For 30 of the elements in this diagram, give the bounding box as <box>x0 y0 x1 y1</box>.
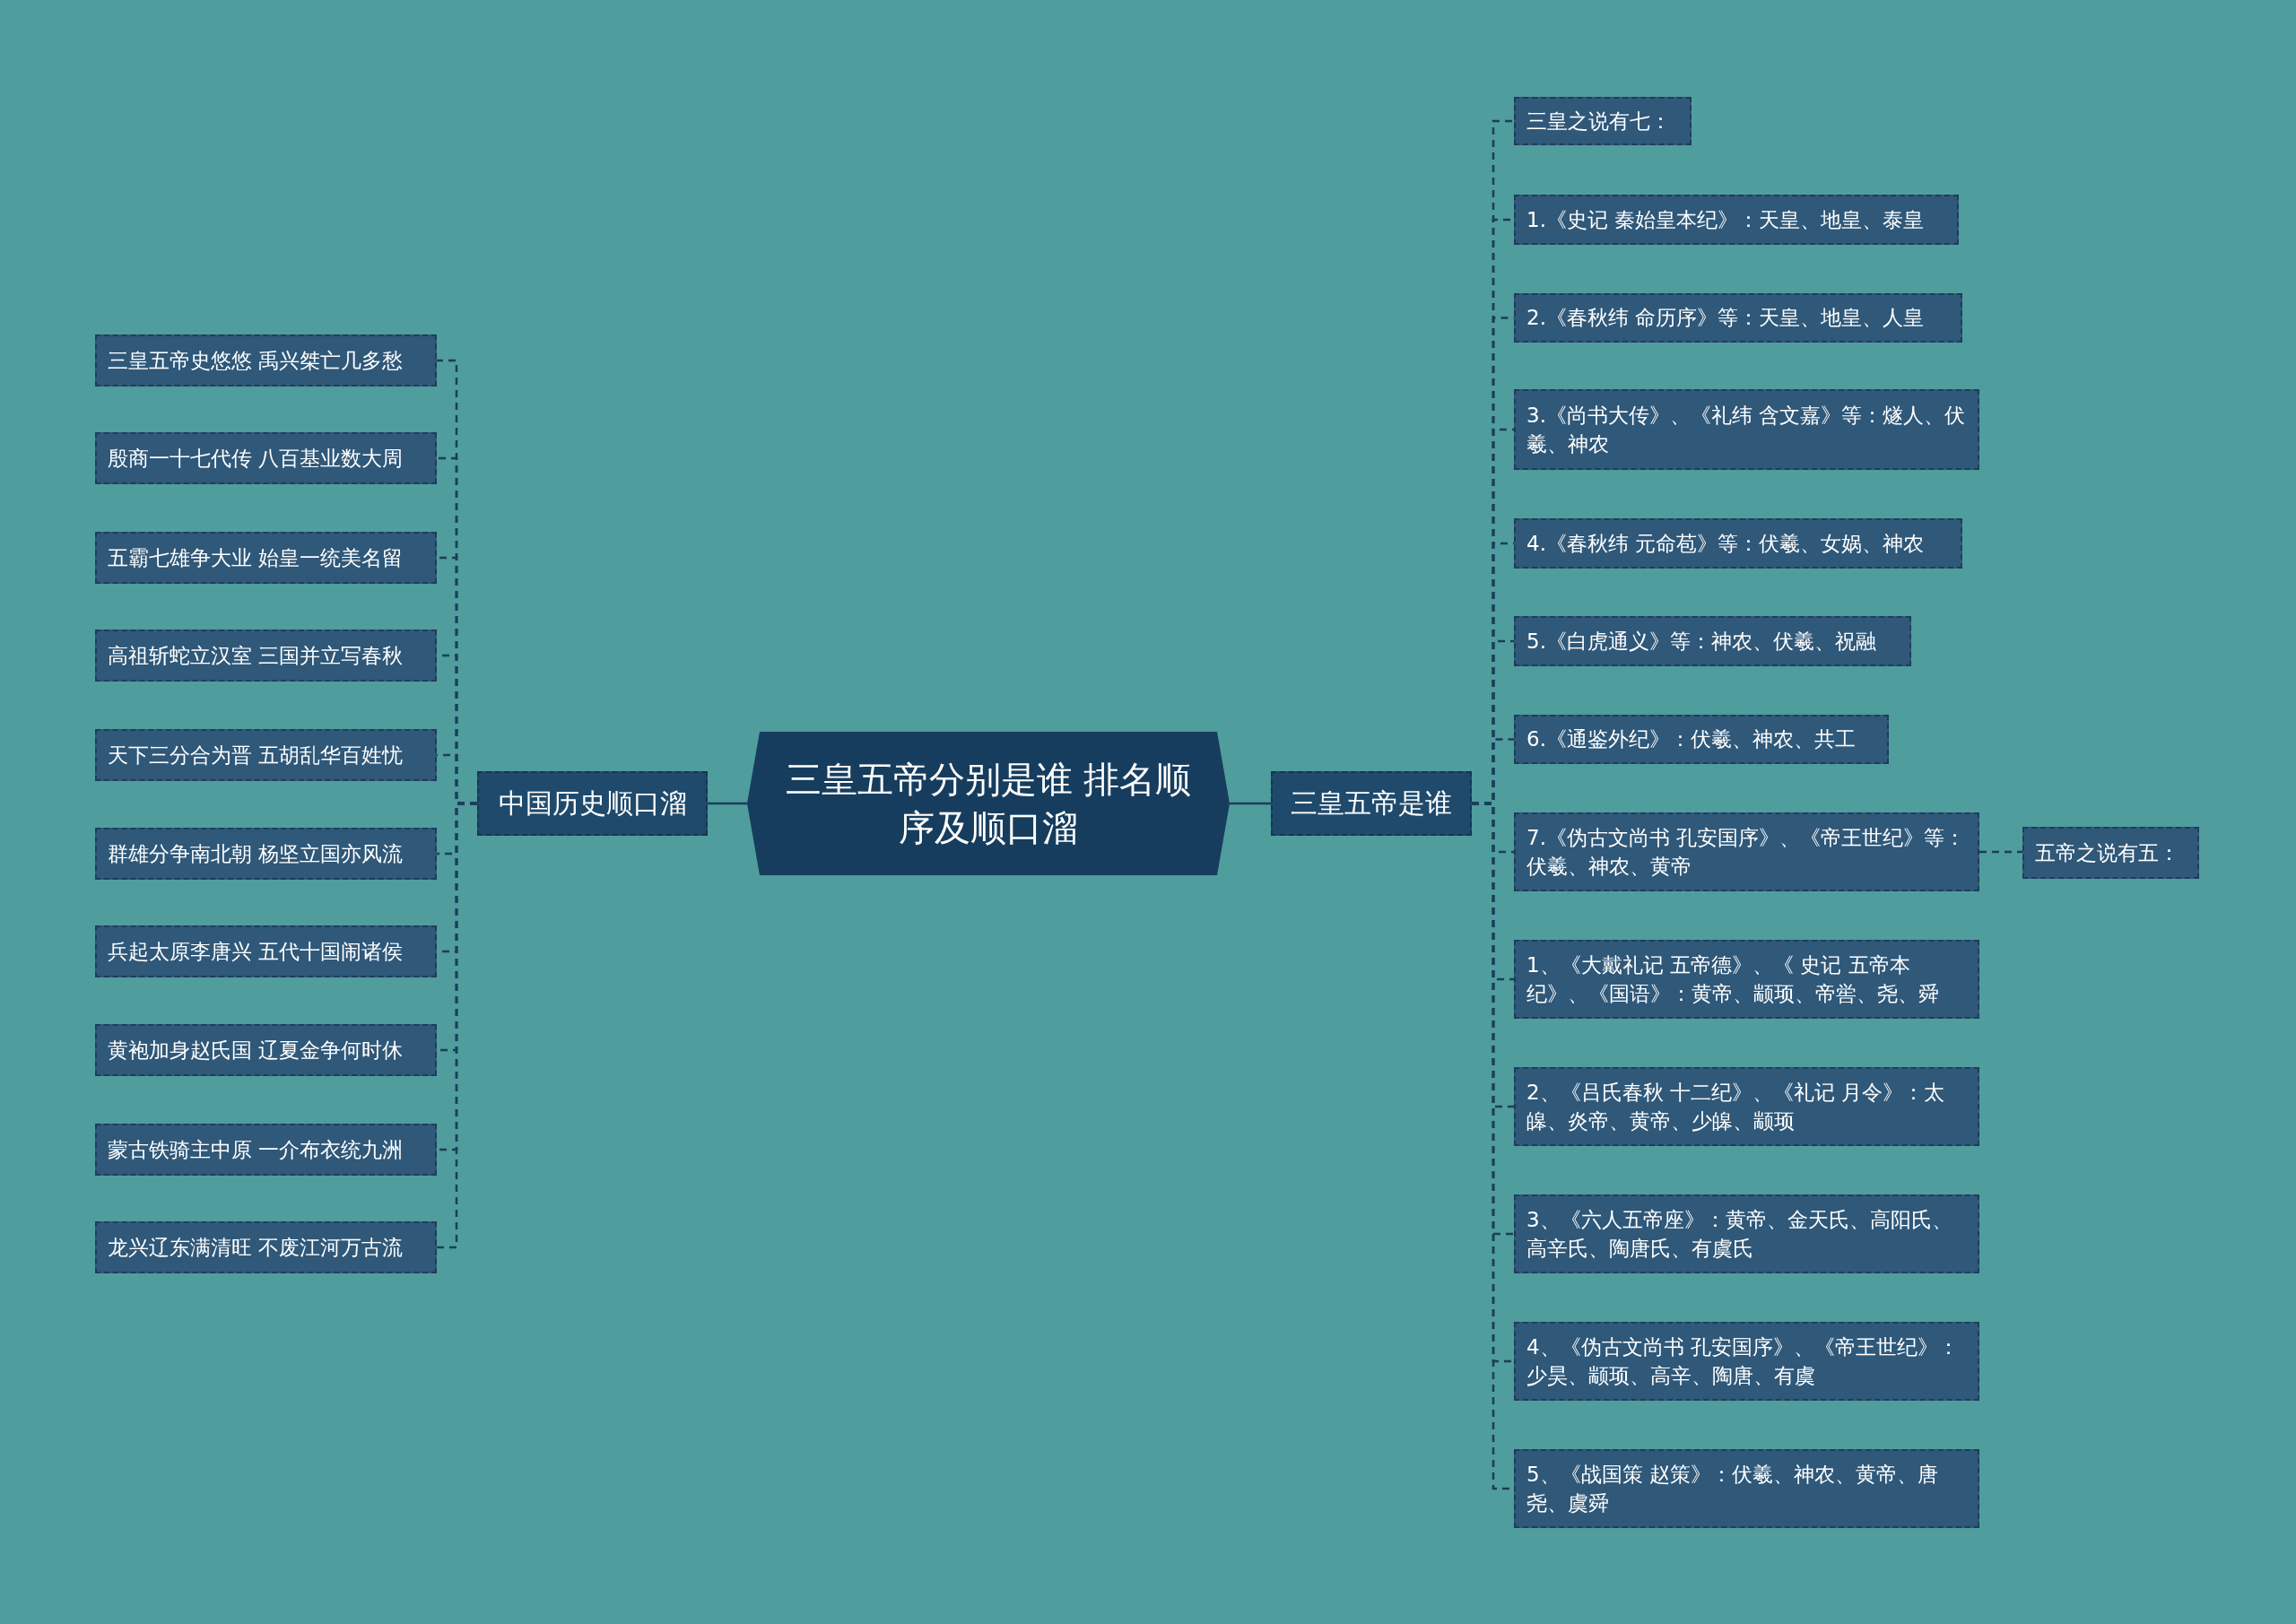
topic-box: 三皇之说有七： <box>1514 97 1692 145</box>
topic-box: 天下三分合为晋 五胡乱华百姓忧 <box>95 729 437 781</box>
central-topic: 三皇五帝分别是谁 排名顺序及顺口溜 <box>747 732 1230 875</box>
topic-box: 高祖斩蛇立汉室 三国并立写春秋 <box>95 630 437 682</box>
branch-topic: 三皇五帝是谁 <box>1271 771 1472 836</box>
topic-box: 龙兴辽东满清旺 不废江河万古流 <box>95 1221 437 1273</box>
topic-box: 黄袍加身赵氏国 辽夏金争何时休 <box>95 1024 437 1076</box>
topic-box: 五霸七雄争大业 始皇一统美名留 <box>95 532 437 584</box>
connector-line <box>708 802 747 805</box>
topic-box: 1.《史记 秦始皇本纪》：天皇、地皇、泰皇 <box>1514 195 1959 245</box>
topic-box: 5.《白虎通义》等：神农、伏羲、祝融 <box>1514 616 1911 666</box>
topic-box: 2.《春秋纬 命历序》等：天皇、地皇、人皇 <box>1514 293 1962 343</box>
topic-box: 群雄分争南北朝 杨坚立国亦风流 <box>95 828 437 880</box>
topic-box: 殷商一十七代传 八百基业数大周 <box>95 432 437 484</box>
topic-box: 6.《通鉴外纪》：伏羲、神农、共工 <box>1514 715 1889 764</box>
topic-box: 1、《大戴礼记 五帝德》、《 史记 五帝本纪》、《国语》：黄帝、颛顼、帝喾、尧、舜 <box>1514 940 1979 1019</box>
connector-line <box>1230 802 1271 805</box>
topic-box: 三皇五帝史悠悠 禹兴桀亡几多愁 <box>95 334 437 386</box>
topic-box: 五帝之说有五： <box>2022 827 2199 879</box>
topic-box: 3、《六人五帝座》：黄帝、金天氏、高阳氏、高辛氏、陶唐氏、有虞氏 <box>1514 1194 1979 1273</box>
branch-topic: 中国历史顺口溜 <box>477 771 708 836</box>
topic-box: 兵起太原李唐兴 五代十国闹诸侯 <box>95 925 437 977</box>
topic-box: 3.《尚书大传》、《礼纬 含文嘉》等：燧人、伏羲、神农 <box>1514 389 1979 470</box>
topic-box: 蒙古铁骑主中原 一介布衣统九洲 <box>95 1124 437 1176</box>
topic-box: 4、《伪古文尚书 孔安国序》、《帝王世纪》：少昊、颛顼、高辛、陶唐、有虞 <box>1514 1322 1979 1401</box>
topic-box: 2、《吕氏春秋 十二纪》、《礼记 月令》：太皞、炎帝、黄帝、少皞、颛顼 <box>1514 1067 1979 1146</box>
topic-box: 4.《春秋纬 元命苞》等：伏羲、女娲、神农 <box>1514 518 1962 569</box>
connector-line <box>1979 850 2022 854</box>
topic-box: 5、《战国策 赵策》：伏羲、神农、黄帝、唐尧、虞舜 <box>1514 1449 1979 1528</box>
topic-box: 7.《伪古文尚书 孔安国序》、《帝王世纪》等：伏羲、神农、黄帝 <box>1514 812 1979 891</box>
